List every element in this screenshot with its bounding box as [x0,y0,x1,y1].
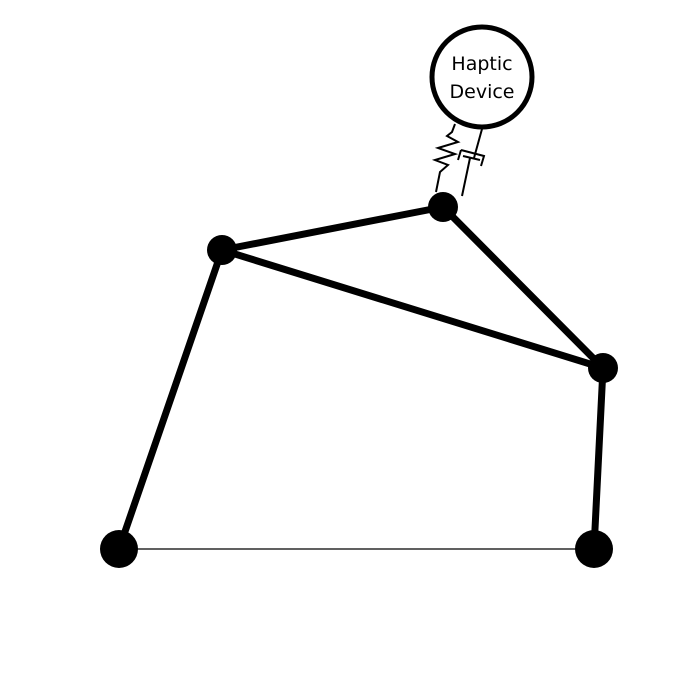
device-label-line2: Device [450,81,515,103]
bottom-right-node [575,530,613,568]
link-left-upper-to-top-center [218,203,447,254]
right-mid-node [588,353,618,383]
link-left-upper-to-right-mid [218,246,607,372]
link-right-mid-to-bottom-right [590,364,607,553]
device-label-line1: Haptic [451,53,512,75]
left-upper-node [207,235,237,265]
haptic-device: Haptic Device [429,24,535,130]
damper-icon [457,128,486,197]
top-center-node [428,192,458,222]
spring-icon [431,123,461,193]
bottom-left-node [100,530,138,568]
coupling [431,123,486,197]
link-left-upper-to-bottom-left [115,246,226,553]
link-top-center-to-right-mid [439,203,607,372]
